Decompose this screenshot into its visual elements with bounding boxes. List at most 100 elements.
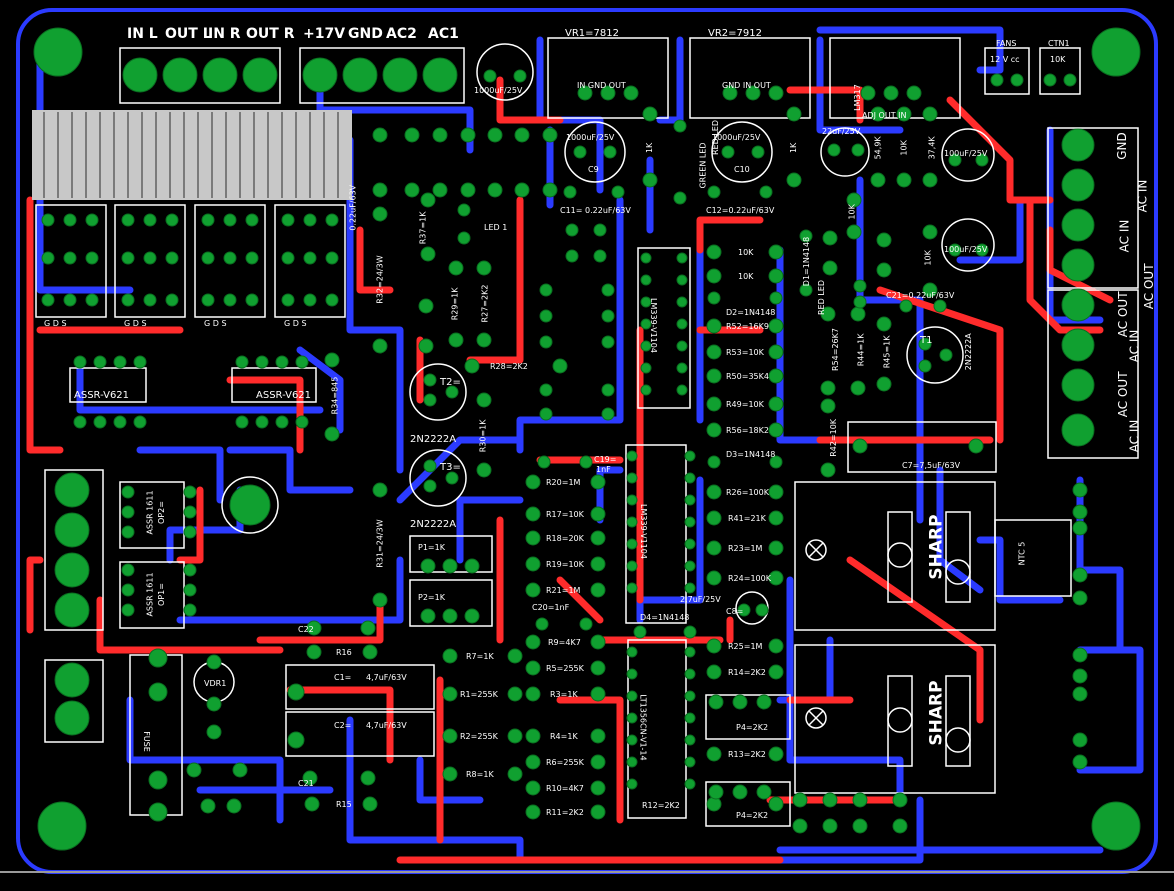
label-ic-lt1356: LT1356CN-V1-14: [639, 694, 648, 760]
label-right-ac-in-1: AC IN: [1135, 180, 1149, 213]
label-r11: R11=2K2: [546, 808, 584, 817]
label-c20: C20=1nF: [532, 603, 570, 612]
label-r20: R20=1M: [546, 478, 581, 487]
label-t1: T1: [919, 335, 932, 346]
c-main-body: [476, 43, 534, 101]
label-c9-val: 1000uF/25V: [566, 133, 615, 142]
p4-body-b: [705, 781, 791, 827]
c2-body: [285, 711, 435, 757]
label-fans: FANS: [996, 39, 1016, 48]
label-vr1-pins: IN GND OUT: [577, 81, 626, 90]
label-r8: R8=1K: [466, 770, 494, 779]
label-r17: R17=10K: [546, 510, 585, 519]
c10-body: [711, 121, 773, 183]
label-gds-3: G D S: [204, 319, 227, 328]
label-r42: R42=10K: [829, 418, 838, 457]
label-green-led: GREEN LED: [699, 142, 708, 188]
label-c8: C8=: [726, 607, 743, 616]
label-in-l: IN L: [127, 26, 158, 42]
label-p2: P2=1K: [418, 593, 446, 602]
label-r10k-e: 10K: [924, 249, 933, 265]
label-r1k-a: 1K: [645, 142, 654, 153]
pad-layer: [33, 27, 1141, 851]
label-sharp2: SHARP: [927, 680, 947, 745]
label-out-l: OUT L: [165, 26, 212, 42]
label-c19v: 1nF: [596, 465, 611, 474]
heatsink: [32, 110, 352, 200]
label-vr1: VR1=7812: [565, 28, 619, 39]
label-r374: 37,4K: [927, 136, 936, 160]
label-r10k-d: 10K: [848, 203, 857, 219]
label-vdr: VDR1: [204, 679, 226, 688]
label-right-gnd: GND: [1115, 132, 1129, 160]
silkscreen-labels: IN L OUT L IN R OUT R +17V GND AC2 AC1 1…: [44, 26, 1156, 820]
label-r50: R50=35K4: [726, 372, 769, 381]
sharp-relay-2: [794, 644, 996, 794]
label-c22: C22: [298, 625, 314, 634]
label-r14: R14=2K2: [728, 668, 766, 677]
label-r16: R16: [336, 648, 352, 657]
label-ac2: AC2: [386, 26, 417, 42]
label-p1: P1=1K: [418, 543, 446, 552]
ic-lm339-mid: [625, 444, 687, 624]
label-p4a: P4=2K2: [736, 723, 768, 732]
label-c10: C10: [734, 165, 750, 174]
assr-1611-op2: [119, 481, 185, 549]
label-r9: R9=4K7: [548, 638, 581, 647]
mount-mid: [221, 476, 279, 534]
label-r54: R54=26K7: [831, 328, 840, 371]
label-gds-2: G D S: [124, 319, 147, 328]
relay-marks: [805, 511, 971, 767]
label-r24: R24=100K: [728, 574, 772, 583]
label-c10-val: 1000uF/25V: [712, 133, 761, 142]
label-r25: R25=1M: [728, 642, 763, 651]
label-r21: R21=1M: [546, 586, 581, 595]
label-r23: R23=1M: [728, 544, 763, 553]
label-assr1: ASSR-V621: [74, 390, 129, 401]
c1-body: [285, 664, 435, 710]
label-r19: R19=10K: [546, 560, 585, 569]
label-c21b: C21=0.22uF/63V: [886, 291, 955, 300]
label-2n2222a-2: 2N2222A: [410, 519, 456, 530]
label-c9: C9: [588, 165, 599, 174]
label-op1: OP1=: [157, 583, 166, 606]
c100u-a-body: [941, 128, 995, 182]
label-r37: R37=1K: [418, 211, 427, 245]
label-c2v: 4,7uF/63V: [366, 721, 407, 730]
label-r52: R52=16K9: [726, 322, 769, 331]
label-r3: R3=1K: [550, 690, 578, 699]
label-t2: T2=: [439, 377, 461, 388]
label-vr3: LM317: [853, 84, 862, 111]
label-ctn1: CTN1: [1048, 39, 1070, 48]
label-ic-lm339-mid: LM339-V1104: [639, 504, 648, 559]
label-right-ac-in-4: AC IN: [1127, 420, 1141, 453]
c7-body: [847, 421, 997, 473]
label-fuse: FUSE: [142, 731, 151, 752]
label-c100u-b: 100uF/25V: [944, 245, 988, 254]
label-ctn1-sub: 10K: [1050, 55, 1066, 64]
vr1-heatsink: [547, 37, 669, 119]
label-assr3: ASSR 1611: [146, 490, 155, 534]
label-red-led: RED LED: [711, 120, 720, 155]
label-gds-1: G D S: [44, 319, 67, 328]
label-2n2222a-1: 2N2222A: [410, 434, 456, 445]
label-sharp1: SHARP: [927, 514, 947, 579]
label-d3: D3=1N4148: [726, 450, 775, 459]
label-r27: R27=2K2: [480, 285, 489, 323]
p4-body-a: [705, 694, 791, 740]
label-c8-val: 2,7uF/25V: [680, 595, 721, 604]
label-r34: R34=845: [330, 377, 339, 415]
label-fans-sub: 12 V cc: [990, 55, 1020, 64]
label-led1: LED 1: [484, 223, 507, 232]
label-r53: R53=10K: [726, 348, 765, 357]
c100u-b-body: [941, 218, 995, 272]
label-r31: R31=24/3W: [376, 519, 385, 567]
label-c100u-a: 100uF/25V: [944, 149, 988, 158]
label-right-ac-out-3: AC OUT: [1116, 371, 1130, 417]
label-gnd: GND: [348, 26, 383, 42]
assr-1611-op1: [119, 561, 185, 629]
vr3-heatsink: [829, 37, 961, 119]
label-r549: 54,9K: [873, 136, 882, 160]
label-red-led2: RED LED: [817, 280, 826, 315]
